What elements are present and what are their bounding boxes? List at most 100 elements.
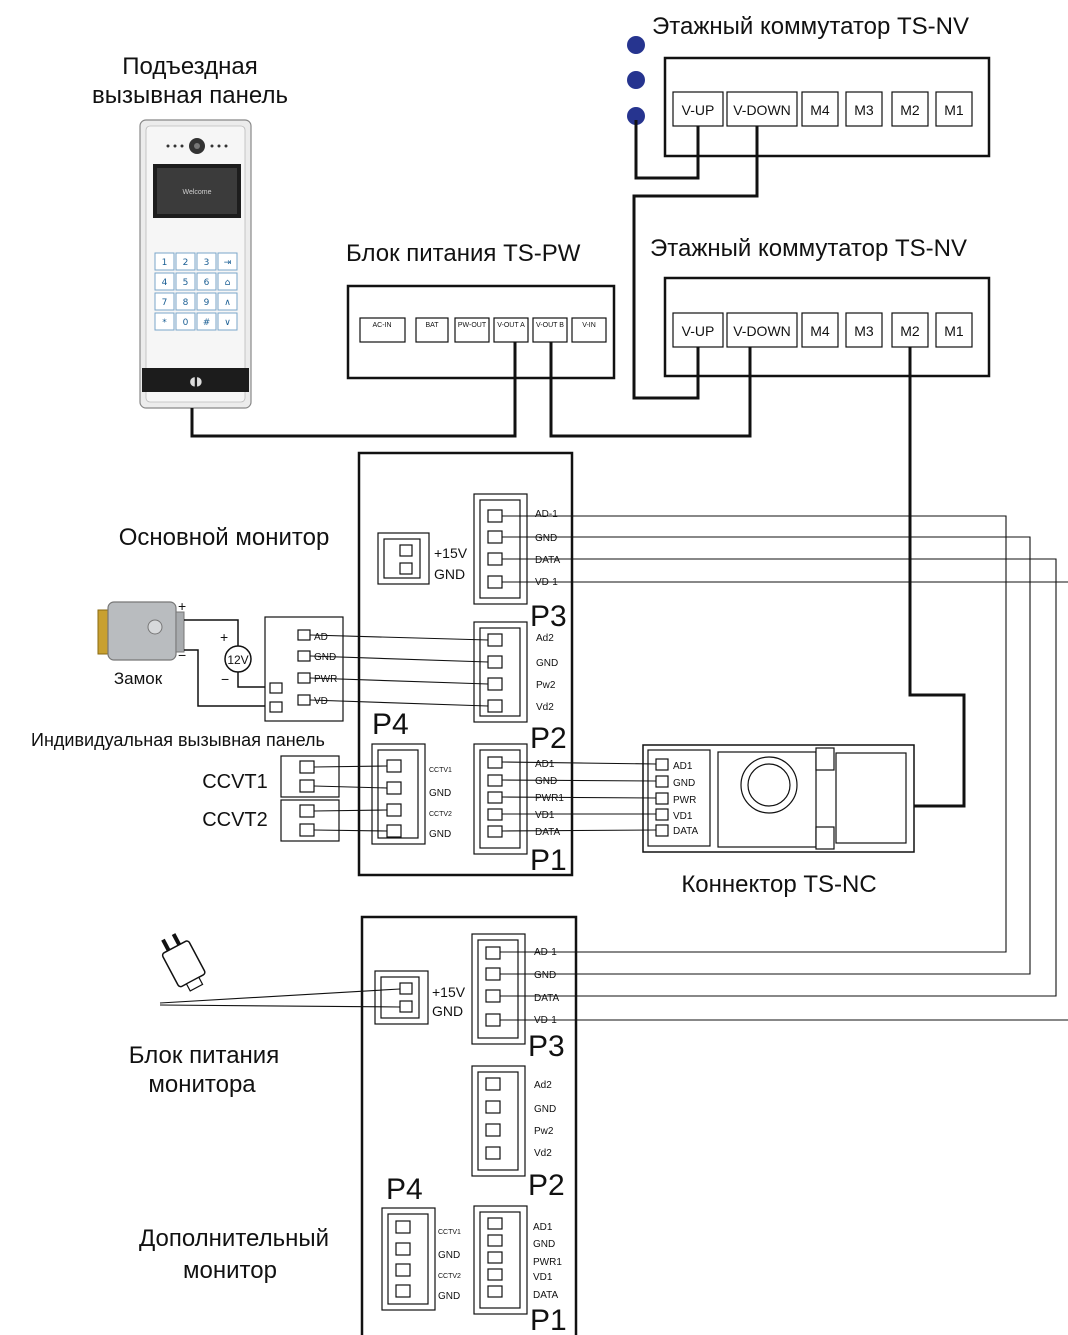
keypad-key (196, 252, 217, 271)
svg-text:GND: GND (429, 788, 451, 799)
extra-p4-label: P4 (386, 1173, 423, 1206)
svg-text:BAT: BAT (425, 322, 439, 329)
entrance-panel-title-2: вызывная панель (92, 82, 288, 109)
svg-text:DATA: DATA (533, 1290, 559, 1301)
svg-text:PWR1: PWR1 (533, 1257, 562, 1268)
svg-text:V-IN: V-IN (582, 322, 596, 329)
svg-text:GND: GND (438, 1250, 460, 1261)
keypad-key (175, 252, 196, 271)
svg-text:V-OUT A: V-OUT A (497, 322, 525, 329)
svg-text:DATA: DATA (535, 555, 561, 566)
power-adapter-icon (161, 933, 206, 992)
keypad-key-label: 6 (204, 278, 210, 288)
keypad-key-label: # (203, 318, 211, 328)
svg-text:GND: GND (438, 1291, 460, 1302)
svg-text:Ad2: Ad2 (536, 633, 554, 644)
main-p3-label: P3 (530, 600, 567, 633)
svg-text:GND: GND (432, 1003, 463, 1019)
keypad-key-label: ∧ (224, 298, 231, 308)
svg-text:12V: 12V (227, 653, 248, 667)
keypad-key (217, 272, 238, 291)
keypad-key (217, 292, 238, 311)
svg-text:V-DOWN: V-DOWN (733, 102, 791, 118)
svg-text:GND: GND (535, 776, 557, 787)
svg-text:CCTV2: CCTV2 (438, 1273, 461, 1280)
svg-text:DATA: DATA (673, 826, 699, 837)
svg-text:+: + (220, 629, 228, 645)
svg-text:M3: M3 (854, 323, 874, 339)
svg-text:M3: M3 (854, 102, 874, 118)
keypad-key (154, 272, 175, 291)
svg-text:M4: M4 (810, 323, 830, 339)
svg-text:M2: M2 (900, 323, 920, 339)
panel-screen: Welcome (182, 189, 211, 196)
floor-switch-mid: Этажный коммутатор TS-NV V-UP V-DOWN M4 … (650, 235, 991, 378)
keypad-key-label: ⇥ (224, 258, 232, 268)
keypad-key-label: 4 (162, 278, 168, 288)
main-p1-label: P1 (530, 844, 567, 877)
cctv-inputs: CCVT1 CCVT2 (202, 755, 388, 842)
svg-text:V-DOWN: V-DOWN (733, 323, 791, 339)
keypad-key (175, 292, 196, 311)
main-p2-label: P2 (530, 722, 567, 755)
keypad-key-label: 8 (183, 298, 189, 308)
power-unit: Блок питания TS-PW AC-IN BAT PW-OUT V-OU… (346, 240, 616, 380)
svg-text:VD1: VD1 (533, 1272, 553, 1283)
svg-text:−: − (178, 647, 186, 663)
svg-text:M1: M1 (944, 102, 964, 118)
svg-text:GND: GND (314, 652, 336, 663)
keypad-key (217, 312, 238, 331)
monitor-psu-title-2: монитора (148, 1071, 256, 1098)
entrance-panel-title-1: Подъездная (122, 53, 257, 80)
svg-text:GND: GND (536, 658, 558, 669)
svg-text:GND: GND (673, 778, 695, 789)
extra-monitor: +15V GND AD-1 GND DATA VD-1 P3 Ad2 GND P… (139, 915, 578, 1335)
extra-p2-label: P2 (528, 1169, 565, 1202)
svg-text:M1: M1 (944, 323, 964, 339)
keypad-key (217, 252, 238, 271)
svg-text:PW-OUT: PW-OUT (458, 322, 487, 329)
keypad-key-label: 1 (162, 258, 168, 268)
keypad-key-label: 3 (204, 258, 210, 268)
keypad-key (175, 312, 196, 331)
cctv1-label: CCVT1 (202, 771, 268, 793)
power-unit-title: Блок питания TS-PW (346, 240, 581, 267)
svg-text:V-UP: V-UP (682, 102, 715, 118)
svg-text:V-UP: V-UP (682, 323, 715, 339)
individual-panel-title: Индивидуальная вызывная панель (31, 730, 325, 750)
svg-text:GND: GND (534, 1104, 556, 1115)
electric-lock: + − Замок 12V + − (97, 598, 270, 707)
lock-label: Замок (114, 669, 163, 688)
svg-text:Vd2: Vd2 (536, 702, 554, 713)
svg-text:VD: VD (314, 696, 328, 707)
keypad-key (196, 272, 217, 291)
keypad-key (154, 252, 175, 271)
svg-text:Pw2: Pw2 (536, 680, 556, 691)
connector-ts-nc: AD1 GND PWR VD1 DATA Коннектор TS-NC (501, 744, 915, 898)
svg-text:M4: M4 (810, 102, 830, 118)
svg-text:DATA: DATA (535, 827, 561, 838)
svg-text:+: + (178, 598, 186, 614)
main-p4-label: P4 (372, 708, 409, 741)
svg-text:AD-1: AD-1 (535, 509, 558, 520)
extra-monitor-title-2: монитор (183, 1257, 277, 1284)
keypad-key-label: 0 (183, 318, 189, 328)
svg-text:Pw2: Pw2 (534, 1126, 554, 1137)
svg-text:CCTV1: CCTV1 (429, 767, 452, 774)
keypad-key (154, 292, 175, 311)
extra-p3-label: P3 (528, 1030, 565, 1063)
svg-text:AD1: AD1 (535, 759, 555, 770)
rfid-reader-icon: ◖◗ (190, 374, 203, 388)
monitor-bus-lines (500, 515, 1068, 1021)
svg-text:PWR: PWR (314, 674, 337, 685)
keypad-key (175, 272, 196, 291)
svg-text:AD: AD (314, 632, 328, 643)
cctv2-label: CCVT2 (202, 809, 268, 831)
svg-text:GND: GND (434, 566, 465, 582)
keypad-key-label: 2 (183, 258, 189, 268)
floor-switch-top: Этажный коммутатор TS-NV V-UP V-DOWN M4 … (627, 13, 991, 158)
keypad-key-label: 7 (162, 298, 168, 308)
keypad-key (154, 312, 175, 331)
svg-text:M2: M2 (900, 102, 920, 118)
